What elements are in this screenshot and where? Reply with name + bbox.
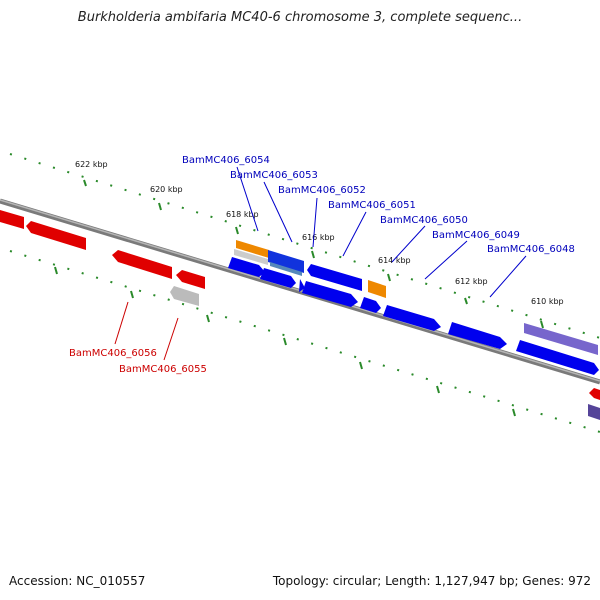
leader-lines [114, 166, 527, 361]
forward-genes[interactable] [228, 257, 599, 375]
upper-track-genes[interactable] [234, 240, 600, 420]
gene-label-6056: BamMC406_6056 [69, 348, 157, 359]
gene-label-6052: BamMC406_6052 [278, 185, 366, 196]
accession-text: Accession: NC_010557 [9, 574, 146, 588]
gene-red-right-edge [589, 388, 600, 400]
gene-red-4 [176, 270, 205, 289]
gene-label-6050: BamMC406_6050 [380, 215, 468, 226]
scale-labels: 622 kbp 620 kbp 618 kbp 616 kbp 614 kbp … [75, 160, 564, 306]
gene-label-6053: BamMC406_6053 [230, 170, 318, 181]
gene-red-1 [0, 210, 24, 229]
scale-label-612: 612 kbp [455, 277, 488, 286]
scale-label-610: 610 kbp [531, 297, 564, 306]
scale-label-618: 618 kbp [226, 210, 259, 219]
gene-blue-a [228, 257, 265, 277]
major-ticks [54, 179, 544, 417]
gene-orange-6051 [368, 280, 386, 298]
gene-label-6049: BamMC406_6049 [432, 230, 520, 241]
scale-label-620: 620 kbp [150, 185, 183, 194]
scale-label-614: 614 kbp [378, 256, 411, 265]
genome-summary-text: Topology: circular; Length: 1,127,947 bp… [272, 574, 591, 588]
gene-blue-e [360, 297, 381, 313]
gene-grey-6055 [170, 286, 199, 306]
reverse-genes[interactable] [0, 210, 600, 400]
inner-tick-track [9, 250, 600, 433]
scale-label-616: 616 kbp [302, 233, 335, 242]
gene-purple-6048 [524, 323, 598, 355]
gene-blue-b [260, 268, 296, 288]
gene-label-6055: BamMC406_6055 [119, 364, 207, 375]
gene-label-6048: BamMC406_6048 [487, 244, 575, 255]
forward-gene-labels[interactable]: BamMC406_6054 BamMC406_6053 BamMC406_605… [182, 155, 575, 255]
gene-blue-6052 [307, 264, 362, 291]
gene-orange-6054 [236, 240, 269, 258]
gene-purple-right-edge [588, 404, 600, 420]
gene-blue-6049 [448, 322, 507, 349]
gene-teal-6053b [270, 262, 302, 276]
gene-red-3 [112, 250, 172, 279]
map-title: Burkholderia ambifaria MC40-6 chromosome… [77, 10, 523, 25]
gene-blue-6050 [383, 305, 441, 331]
reverse-gene-labels[interactable]: BamMC406_6056 BamMC406_6055 [69, 348, 207, 375]
gene-blue-6048 [516, 340, 599, 375]
gene-red-2 [26, 221, 86, 250]
gene-blue-6053 [268, 250, 304, 273]
gene-label-6054: BamMC406_6054 [182, 155, 270, 166]
gene-label-6051: BamMC406_6051 [328, 200, 416, 211]
scale-label-622: 622 kbp [75, 160, 108, 169]
gene-blue-d [302, 281, 358, 307]
gene-grey-6054b [234, 249, 268, 265]
